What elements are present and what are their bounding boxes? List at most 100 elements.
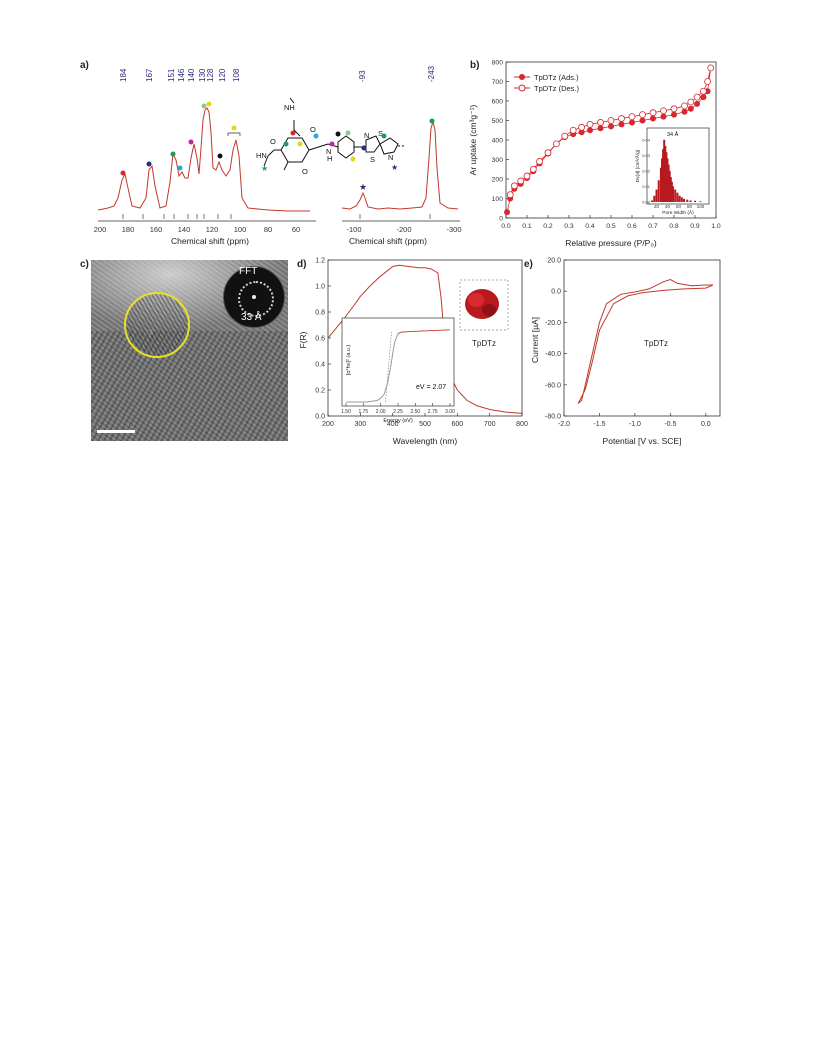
x-tick-label: 600 (451, 421, 463, 428)
nmr-right-xlabel: Chemical shift (ppm) (349, 236, 427, 246)
des-point (517, 177, 525, 185)
legend-des: TpDTz (Des.) (534, 84, 580, 93)
nmr-peak-markers: ★ (120, 101, 435, 192)
inset-y-tick-label: 0.02 (642, 168, 651, 173)
tem-micrograph: FFT 33 Å (91, 260, 288, 441)
ads-point (618, 121, 625, 128)
ads-point (650, 115, 656, 122)
marker-lightgreen (201, 103, 207, 109)
panel-label-b: b) (470, 60, 480, 71)
marker-star-navy: ★ (391, 163, 398, 172)
struct-n: N (326, 147, 331, 156)
tauc-curve (346, 333, 399, 403)
pore-bar (655, 189, 658, 202)
inset-x-tick-label: 80 (687, 204, 693, 209)
nmr-left-tick-labels: 200 180 160 140 120 100 80 60 (94, 225, 300, 234)
nmr-peak-label: 184 (119, 68, 128, 82)
y-tick-label: 800 (492, 60, 504, 67)
d-xlabel: Wavelength (nm) (393, 436, 458, 446)
x-tick-label: 0.7 (648, 223, 658, 230)
des-point (687, 98, 695, 106)
nmr-peak-label: 151 (167, 68, 176, 82)
nmr-peak-label: 120 (218, 68, 227, 82)
x-tick-label: 0.6 (627, 223, 637, 230)
panel-label-e: e) (524, 259, 533, 270)
ads-point (597, 125, 604, 132)
x-tick-label: 0.4 (585, 223, 595, 230)
nmr-tick: 80 (264, 225, 272, 234)
fft-ring (238, 281, 274, 317)
inset-y-tick-label: 0.01 (642, 184, 651, 189)
nmr-tick: -200 (396, 225, 411, 234)
structure-markers: ★ ★ (261, 130, 398, 173)
pore-bar (664, 146, 667, 202)
x-tick-label: 700 (484, 421, 496, 428)
inset-ylabel: Dv(d) (cm³/Å/g) (634, 149, 641, 182)
struct-o: O (302, 167, 308, 176)
struct-o: O (310, 125, 316, 134)
inset-x-tick-label: 2.00 (376, 409, 386, 415)
y-tick-label: -20.0 (545, 320, 561, 327)
des-point (618, 115, 625, 122)
fft-value: 33 Å (241, 312, 262, 323)
y-tick-label: 0.8 (315, 310, 325, 317)
y-tick-label: 700 (492, 79, 504, 86)
ads-point (660, 113, 667, 120)
d-sample-label: TpDTz (472, 339, 496, 348)
des-point (523, 172, 531, 180)
struct-nh: NH (284, 103, 295, 112)
ads-point (687, 105, 694, 112)
marker-green (381, 133, 387, 139)
nmr-peak-label: 128 (206, 68, 215, 82)
marker-red (120, 170, 126, 176)
pore-bar (659, 167, 662, 202)
struct-h: H (327, 154, 332, 163)
nmr-tick: 160 (150, 225, 163, 234)
y-tick-label: 0.4 (315, 362, 325, 369)
x-tick-label: 500 (419, 421, 431, 428)
marker-star-green: ★ (261, 164, 268, 173)
pore-bar (651, 200, 654, 202)
nmr-peak-label: -243 (427, 65, 436, 82)
des-point (704, 78, 712, 85)
tauc-xlabel: Energy (eV) (383, 418, 413, 424)
des-point (536, 158, 543, 165)
y-tick-label: 100 (492, 196, 504, 203)
inset-xlabel: Pore Width (Å) (662, 209, 694, 216)
struct-o: O (270, 137, 276, 146)
nmr-right-trace (341, 120, 459, 210)
panel-label-a: a) (80, 60, 89, 71)
des-point (639, 111, 646, 119)
pore-bar (689, 200, 692, 202)
des-point (569, 126, 577, 134)
nmr-bracket (227, 132, 241, 136)
pore-bar (669, 177, 672, 202)
inset-x-tick-label: 2.25 (393, 409, 403, 415)
des-point (699, 87, 707, 95)
panel-label-c: c) (80, 259, 89, 270)
struct-n: N (388, 153, 393, 162)
ads-point (639, 117, 646, 124)
structure-labels: NH O O O HN N H S S N N (256, 103, 393, 176)
nmr-peak-labels: 184 167 151 146 140 130 128 120 108 -93 … (119, 65, 436, 82)
y-tick-label: 0 (499, 216, 503, 223)
des-point (628, 113, 636, 120)
des-point (561, 132, 569, 140)
y-tick-label: 500 (492, 118, 504, 125)
marker-navy (146, 161, 152, 167)
ads-point (578, 129, 585, 136)
pore-bar (657, 180, 660, 202)
sample-powder-image (465, 289, 499, 319)
pore-bar (667, 164, 670, 202)
nmr-spectrum-panel: 184 167 151 146 140 130 128 120 108 -93 … (94, 65, 462, 246)
inset-x-tick-label: 60 (676, 204, 682, 209)
marker-yellow (231, 125, 237, 131)
nmr-peak-label: 140 (187, 68, 196, 82)
x-tick-label: 0.2 (543, 223, 553, 230)
nmr-tick: 60 (292, 225, 300, 234)
x-tick-label: 0.5 (606, 223, 616, 230)
struct-hn: HN (256, 151, 267, 160)
des-point (681, 102, 688, 110)
x-tick-label: 0.0 (501, 223, 511, 230)
